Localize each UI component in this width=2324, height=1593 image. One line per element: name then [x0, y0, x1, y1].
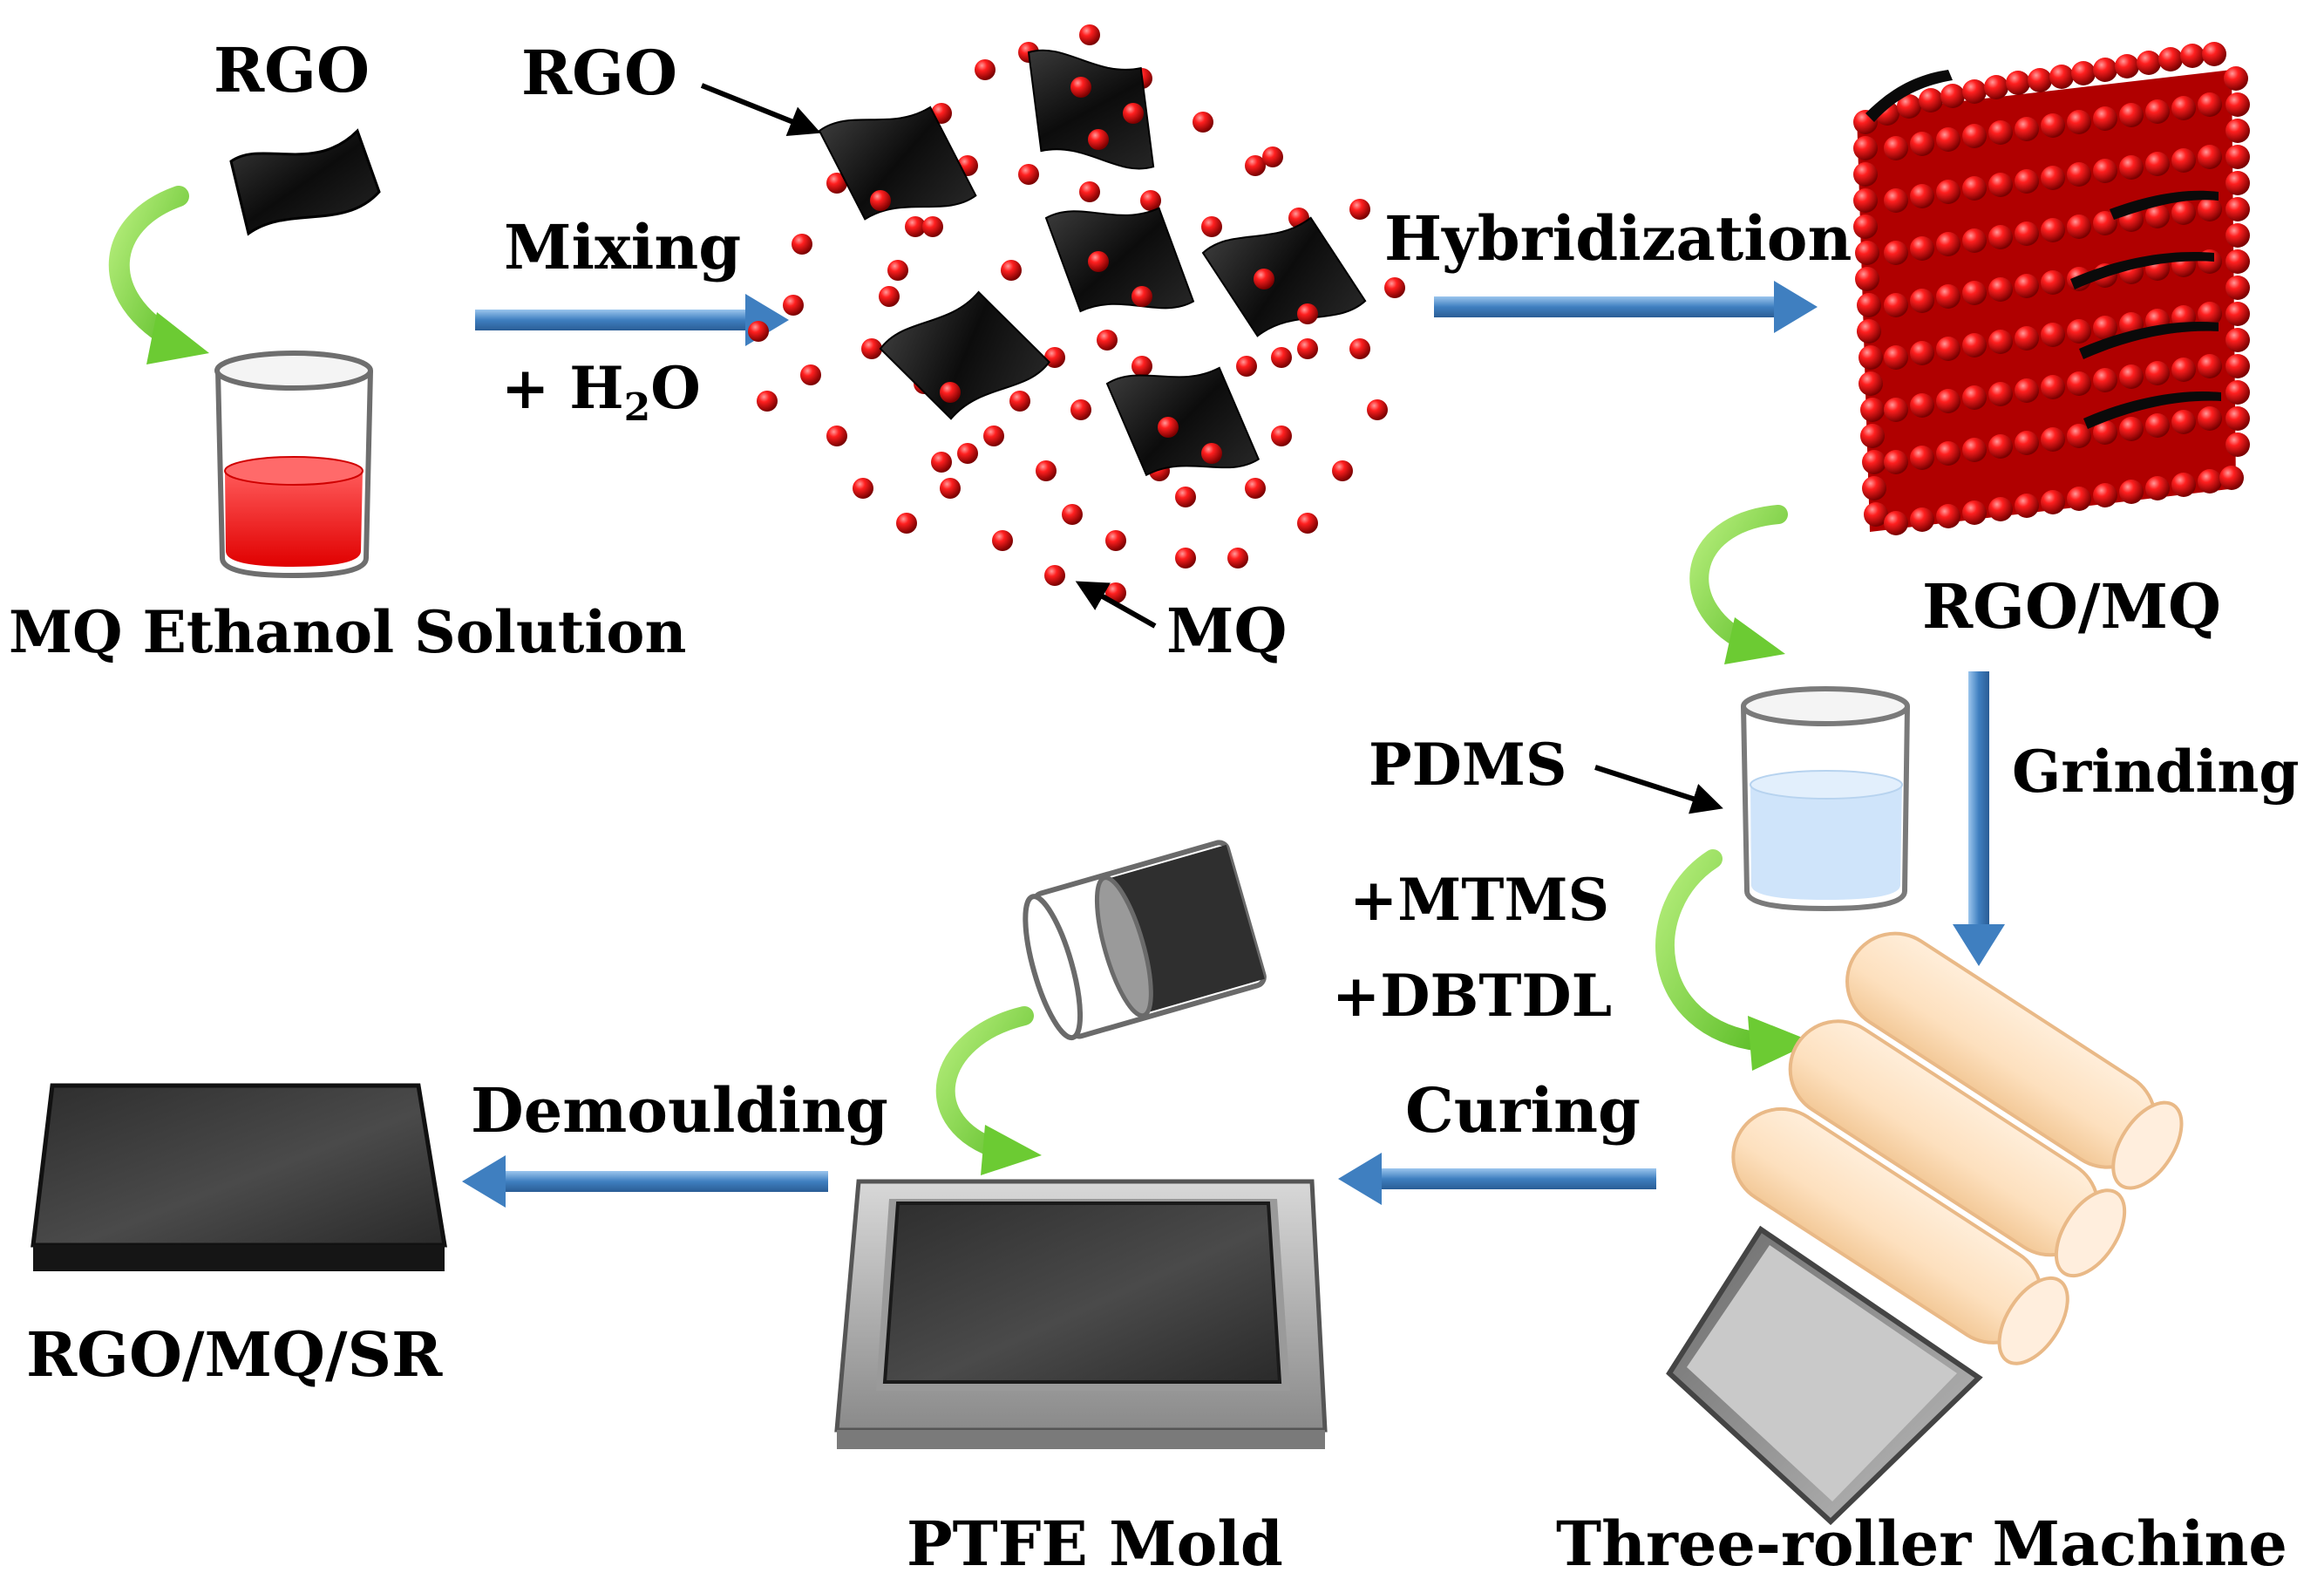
three-roller-machine-label: Three-roller Machine [1556, 1508, 2287, 1580]
curing-label: Curing [1405, 1074, 1641, 1147]
demoulding-label: Demoulding [471, 1074, 888, 1147]
pdms-label: PDMS [1369, 731, 1567, 799]
hybridization-label: Hybridization [1384, 202, 1852, 275]
curved-arrow-icon [108, 186, 209, 364]
curved-arrow-icon [935, 1006, 1042, 1175]
mq-pointer-label: MQ [1166, 595, 1287, 667]
curved-arrow-icon [1655, 849, 1813, 1071]
process-arrow-demoulding [462, 1155, 828, 1208]
pouring-cup-icon [1023, 840, 1267, 1041]
rgo-label-top: RGO [214, 34, 370, 106]
rgo-mq-label: RGO/MQ [1922, 570, 2221, 643]
mixing-label: Mixing [504, 211, 741, 283]
rgo-sheet-icon [229, 128, 381, 236]
process-arrow-hybridization [1434, 281, 1818, 333]
mtms-label: +MTMS [1349, 866, 1609, 934]
rgo-mq-sr-label: RGO/MQ/SR [26, 1318, 443, 1391]
process-arrow-grinding [1953, 671, 2005, 966]
rgo-mq-hybrid-icon [1853, 42, 2250, 535]
ptfe-mold-icon [834, 1179, 1328, 1449]
rgo-pointer-arrow [700, 83, 821, 137]
plus-h2o-label: + H2O [501, 354, 701, 430]
beaker-mq-solution-icon [214, 351, 373, 579]
dbtdl-label: +DBTDL [1332, 962, 1612, 1030]
mq-ethanol-solution-label: MQ Ethanol Solution [9, 598, 686, 666]
pdms-pointer-arrow [1594, 765, 1723, 814]
beaker-pdms-icon [1741, 686, 1910, 912]
curved-arrow-icon [1689, 505, 1788, 664]
mq-pointer-arrow [1075, 581, 1157, 629]
ptfe-mold-label: PTFE Mold [907, 1508, 1283, 1580]
rgo-mq-sr-sheet-icon [31, 1083, 447, 1271]
rgo-pointer-label: RGO [521, 37, 677, 109]
process-arrow-curing [1338, 1153, 1656, 1205]
grinding-label: Grinding [2012, 738, 2300, 806]
three-roller-machine-icon [1666, 931, 2184, 1526]
process-arrow-mixing [475, 294, 789, 346]
